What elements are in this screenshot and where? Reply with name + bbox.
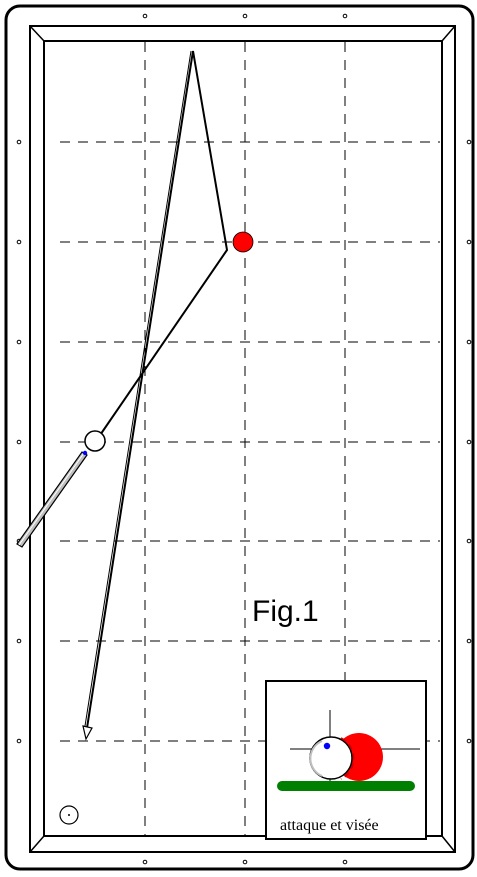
cue-ball-path — [86, 50, 229, 729]
diamond-left-1 — [16, 139, 22, 145]
dashed-grid — [60, 42, 440, 835]
diamond-right-5 — [466, 538, 472, 544]
spot-marker — [59, 805, 79, 825]
table-outer-frame — [4, 4, 475, 871]
diamond-right-4 — [466, 439, 472, 445]
diamond-right-3 — [466, 339, 472, 345]
inset-tip-mark — [323, 742, 331, 750]
cue-ball-path-shadow — [84, 50, 192, 727]
diamond-left-4 — [16, 439, 22, 445]
diamond-left-7 — [16, 738, 22, 744]
diamond-bottom-2 — [242, 859, 248, 865]
cue-tip-mark — [82, 450, 88, 456]
cushion-corner-bevels — [29, 25, 456, 853]
path-arrow-head — [82, 725, 93, 741]
diamond-top-1 — [142, 13, 148, 19]
diamond-right-1 — [466, 139, 472, 145]
diamond-right-6 — [466, 638, 472, 644]
cue-stick — [16, 450, 88, 548]
diamond-right-7 — [466, 738, 472, 744]
diamond-bottom-3 — [342, 859, 348, 865]
inset-attack-aim: attaque et visée — [265, 680, 427, 840]
diamond-bottom-1 — [142, 859, 148, 865]
cue-ball — [84, 430, 106, 452]
inset-cue-ball-shading — [309, 740, 323, 777]
diamond-top-2 — [242, 13, 248, 19]
inset-caption: attaque et visée — [280, 817, 379, 834]
figure-label: Fig.1 — [252, 595, 319, 628]
diamonds — [16, 13, 472, 865]
inset-aim-arc — [340, 737, 355, 780]
diamond-right-2 — [466, 239, 472, 245]
diamond-left-3 — [16, 339, 22, 345]
cushion-outer — [29, 25, 456, 853]
diamond-left-6 — [16, 638, 22, 644]
object-ball-red — [232, 231, 254, 253]
diamond-top-3 — [342, 13, 348, 19]
diamond-left-2 — [16, 239, 22, 245]
cushion-inner — [43, 40, 443, 837]
